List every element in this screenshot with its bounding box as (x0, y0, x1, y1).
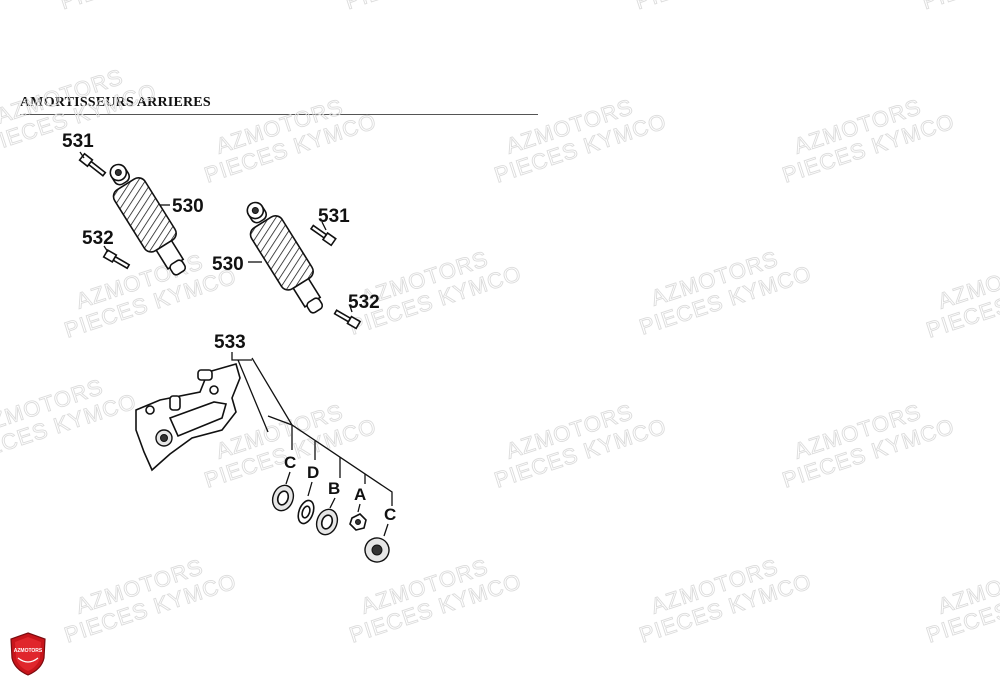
seal-d (297, 499, 315, 525)
part-label-D: D (307, 463, 319, 482)
watermark: AZMOTORS PIECES KYMCO (779, 93, 958, 188)
watermark-line2: PIECES KYMCO (632, 0, 810, 14)
part-label-C-1: C (284, 453, 296, 472)
watermark: AZMOTORS PIECES KYMCO (0, 373, 140, 468)
part-label-532-right: 532 (348, 292, 380, 313)
watermark: AZMOTORS PIECES KYMCO (779, 398, 958, 493)
part-label-530-right: 530 (212, 254, 244, 275)
part-label-533: 533 (214, 332, 246, 353)
logo-text: AZMOTORS (14, 648, 43, 654)
shock-absorber-left (109, 163, 187, 276)
part-label-532-left: 532 (82, 228, 114, 249)
watermark: AZMOTORS PIECES KYMCO (61, 553, 240, 648)
watermark: AZMOTORS PIECES KYMCO (491, 93, 670, 188)
bolt-532-left (102, 248, 131, 270)
bearing-b (315, 508, 339, 536)
bearing-c-2 (364, 537, 390, 563)
watermark: AZMOTORS PIECES KYMCO (346, 245, 525, 340)
watermark: PIECES KYMCO (631, 0, 810, 15)
shock-bracket (135, 363, 241, 472)
watermark: PIECES KYMCO (918, 0, 1000, 15)
watermark: AZMOTORS PIECES KYMCO (201, 93, 380, 188)
watermark-line2: PIECES KYMCO (342, 0, 520, 14)
part-label-531-right: 531 (318, 206, 350, 227)
nut-a (349, 513, 367, 531)
watermark: AZMOTORS PIECES KYMCO (923, 248, 1000, 343)
part-label-531-left: 531 (62, 131, 94, 152)
watermark: PIECES KYMCO (56, 0, 235, 15)
part-label-B: B (328, 479, 340, 498)
bolt-531-right (309, 224, 337, 247)
part-label-C-2: C (384, 505, 396, 524)
azmotors-logo: AZMOTORS (10, 632, 46, 676)
part-label-A: A (354, 485, 366, 504)
bearing-c-1 (271, 484, 295, 512)
shock-absorber-right (246, 201, 324, 314)
part-label-530-left: 530 (172, 196, 204, 217)
watermark: AZMOTORS PIECES KYMCO (636, 245, 815, 340)
watermark-layer: AZMOTORS PIECES KYMCO AZMOTORS PIECES KY… (0, 0, 1000, 648)
watermark-line2: PIECES KYMCO (919, 0, 1000, 14)
title-underline (20, 114, 538, 115)
watermark: AZMOTORS PIECES KYMCO (346, 553, 525, 648)
watermark: AZMOTORS PIECES KYMCO (491, 398, 670, 493)
page-title: AMORTISSEURS ARRIERES (20, 95, 211, 110)
watermark: PIECES KYMCO (341, 0, 520, 15)
watermark: AZMOTORS PIECES KYMCO (923, 553, 1000, 648)
watermark-line2: PIECES KYMCO (57, 0, 235, 14)
watermark: AZMOTORS PIECES KYMCO (636, 553, 815, 648)
bolt-532-right (333, 309, 362, 330)
